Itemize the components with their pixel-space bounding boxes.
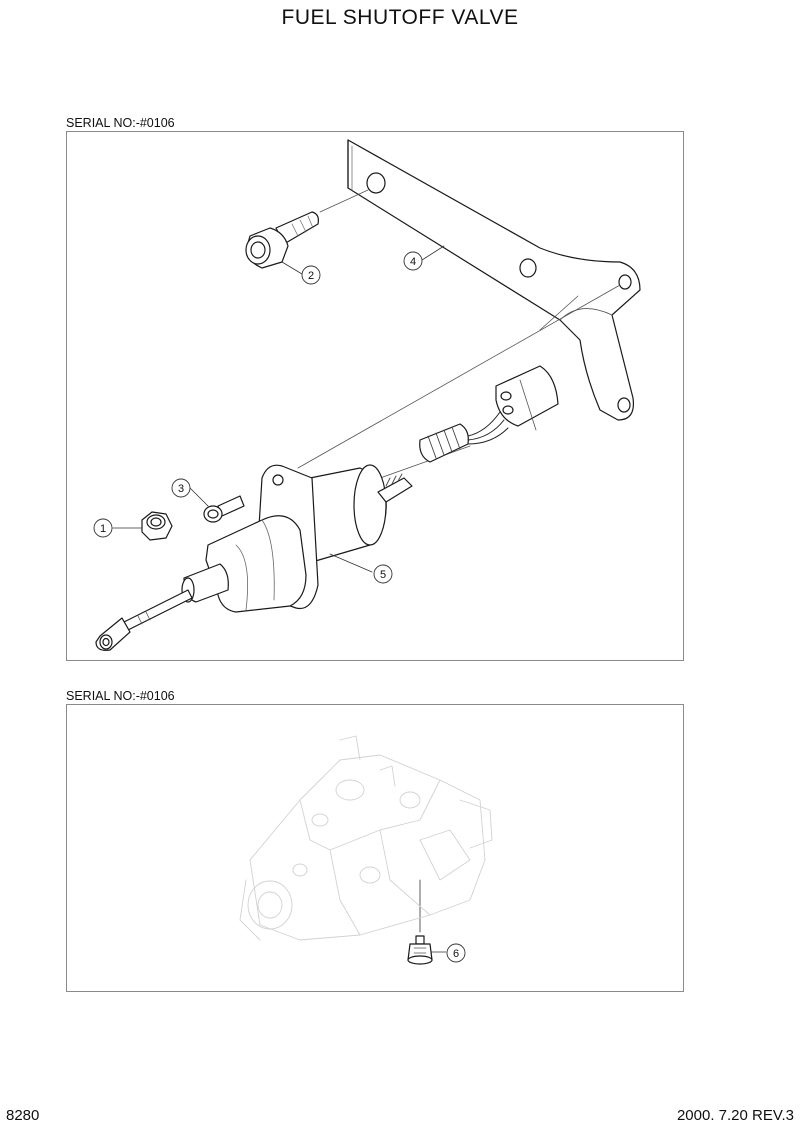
callout-circle-5 [373, 564, 393, 584]
revision-date: 2000. 7.20 REV.3 [676, 1107, 794, 1124]
lower-diagram-panel [66, 704, 684, 992]
callout-circle-1 [93, 518, 113, 538]
page-title: FUEL SHUTOFF VALVE [281, 6, 519, 29]
upper-diagram-panel [66, 131, 684, 661]
callout-circle-6 [446, 943, 466, 963]
solenoid-part-5 [95, 464, 413, 651]
wire-connector [419, 365, 559, 463]
injection-pump-ghost [239, 735, 493, 941]
callout-circle-2 [301, 265, 321, 285]
callout-circle-4 [403, 251, 423, 271]
bolt-part-3 [203, 495, 245, 523]
callout-label-2: 2 [308, 270, 314, 282]
valve-part-6 [407, 935, 433, 965]
serial-label-lower: SERIAL NO:-#0106 [66, 689, 175, 703]
nut-part-1 [141, 511, 173, 541]
callout-label-6: 6 [453, 948, 459, 960]
bolt-part-2 [245, 211, 319, 269]
callout-label-5: 5 [380, 569, 386, 581]
assembly-guide-lines [297, 189, 621, 479]
serial-label-upper: SERIAL NO:-#0106 [66, 116, 175, 130]
callout-label-3: 3 [178, 483, 184, 495]
callout-circles [93, 251, 466, 963]
bracket-part-4 [347, 139, 641, 421]
page-number: 8280 [6, 1107, 40, 1124]
callout-circle-3 [171, 478, 191, 498]
callout-label-1: 1 [100, 523, 106, 535]
callout-label-4: 4 [410, 256, 416, 268]
